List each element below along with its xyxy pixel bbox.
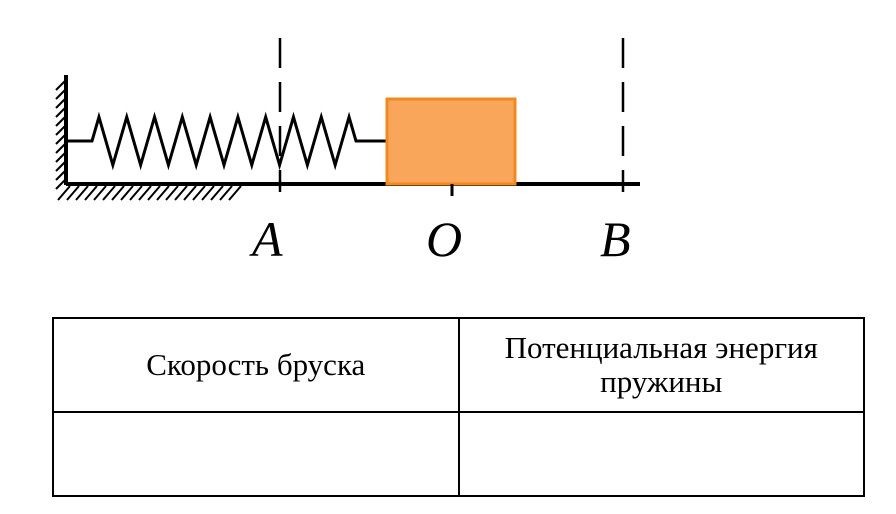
spring xyxy=(66,111,387,171)
hatch-line xyxy=(55,142,67,154)
hatch-line xyxy=(138,185,152,201)
hatch-line xyxy=(55,178,67,190)
header-block-speed: Скорость бруска xyxy=(52,317,460,413)
answer-cell-energy[interactable] xyxy=(457,411,865,497)
hatch-line xyxy=(201,185,215,201)
answer-table: Скорость бруска Потенциальная энергия пр… xyxy=(52,317,865,497)
hatch-line xyxy=(84,185,98,201)
hatch-line xyxy=(57,185,71,201)
hatch-line xyxy=(147,185,161,201)
wall-hatching xyxy=(55,79,67,190)
hatch-line xyxy=(129,185,143,201)
hatch-line xyxy=(55,133,67,145)
hatch-line xyxy=(102,185,116,201)
hatch-line xyxy=(55,169,67,181)
hatch-line xyxy=(183,185,197,201)
point-label-b: B xyxy=(600,211,631,267)
hatch-line xyxy=(55,160,67,172)
hatch-line xyxy=(111,185,125,201)
hatch-line xyxy=(75,185,89,201)
hatch-line xyxy=(55,79,67,91)
hatch-line xyxy=(192,185,206,201)
hatch-line xyxy=(93,185,107,201)
table-row xyxy=(52,411,865,497)
point-label-o: O xyxy=(426,211,462,267)
hatch-line xyxy=(66,185,80,201)
hatch-line xyxy=(55,97,67,109)
hatch-line xyxy=(228,185,242,201)
hatch-line xyxy=(219,185,233,201)
point-label-a: A xyxy=(249,211,283,267)
hatch-line xyxy=(174,185,188,201)
hatch-line xyxy=(55,124,67,136)
table-header-row: Скорость бруска Потенциальная энергия пр… xyxy=(52,317,865,413)
spring-block-diagram: A O B xyxy=(55,38,640,267)
hatch-line xyxy=(120,185,134,201)
floor-hatching xyxy=(57,185,242,201)
hatch-line xyxy=(210,185,224,201)
answer-cell-speed[interactable] xyxy=(52,411,460,497)
hatch-line xyxy=(156,185,170,201)
header-spring-energy: Потенциальная энергия пружины xyxy=(457,317,865,413)
hatch-line xyxy=(165,185,179,201)
hatch-line xyxy=(55,88,67,100)
hatch-line xyxy=(55,115,67,127)
hatch-line xyxy=(55,106,67,118)
block xyxy=(385,97,517,186)
hatch-line xyxy=(55,151,67,163)
